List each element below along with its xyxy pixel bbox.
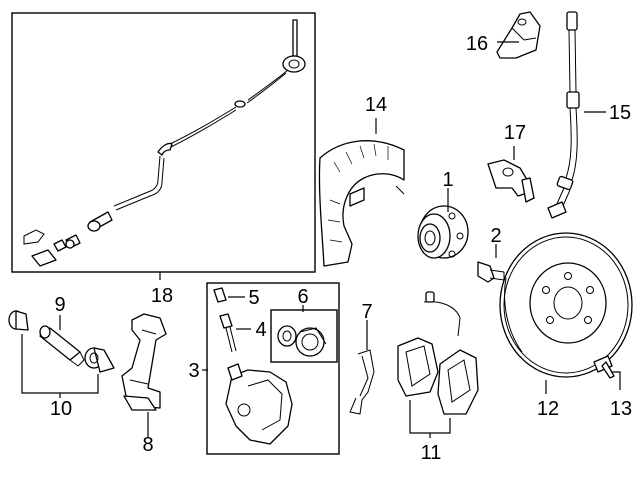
part-18-abs-wire-harness: [23, 19, 306, 267]
part-1-wheel-hub: [417, 205, 469, 259]
box-part-6-seal-kit: [270, 309, 338, 363]
callout-13: 13: [610, 398, 632, 420]
part-14-splash-shield: [318, 140, 405, 267]
callout-3: 3: [188, 360, 199, 382]
part-15-brake-hose: [547, 11, 580, 219]
box-part-3-caliper: [206, 282, 340, 455]
box-part-18-wiring: [11, 12, 316, 273]
callout-18: 18: [151, 285, 173, 307]
callout-8: 8: [142, 434, 153, 456]
part-17-abs-sensor: [487, 159, 535, 203]
part-12-brake-rotor: [499, 232, 633, 378]
part-7-clip: [349, 349, 375, 415]
leader-lines: [21, 41, 621, 438]
part-16-bracket: [496, 11, 541, 59]
callout-7: 7: [361, 301, 372, 323]
part-5-bleeder-cap: [213, 287, 227, 303]
part-8-caliper-bracket: [121, 313, 167, 411]
callout-10: 10: [50, 398, 72, 420]
callout-16: 16: [466, 33, 488, 55]
part-11-brake-pads: [397, 291, 479, 415]
callout-5: 5: [248, 287, 259, 309]
part-9-guide-pin: [39, 325, 85, 367]
callout-6: 6: [297, 286, 308, 308]
callout-2: 2: [490, 225, 501, 247]
callout-4: 4: [255, 319, 266, 341]
part-10-boots: [8, 310, 115, 373]
callout-9: 9: [54, 294, 65, 316]
callout-15: 15: [609, 102, 631, 124]
part-4-bleeder-screw: [219, 313, 237, 353]
part-2-bolt: [477, 261, 505, 283]
callout-12: 12: [537, 398, 559, 420]
callout-11: 11: [421, 442, 442, 464]
callout-17: 17: [504, 122, 526, 144]
callout-labels: 1 2 3 4 5 6 7 8 9 10 11 12 13 14 15 16 1…: [50, 33, 632, 464]
callout-14: 14: [365, 94, 387, 116]
callout-1: 1: [442, 169, 453, 191]
part-6-seal-kit: [277, 325, 327, 357]
part-13-rotor-screw: [593, 355, 615, 379]
part-3-caliper: [225, 363, 293, 445]
